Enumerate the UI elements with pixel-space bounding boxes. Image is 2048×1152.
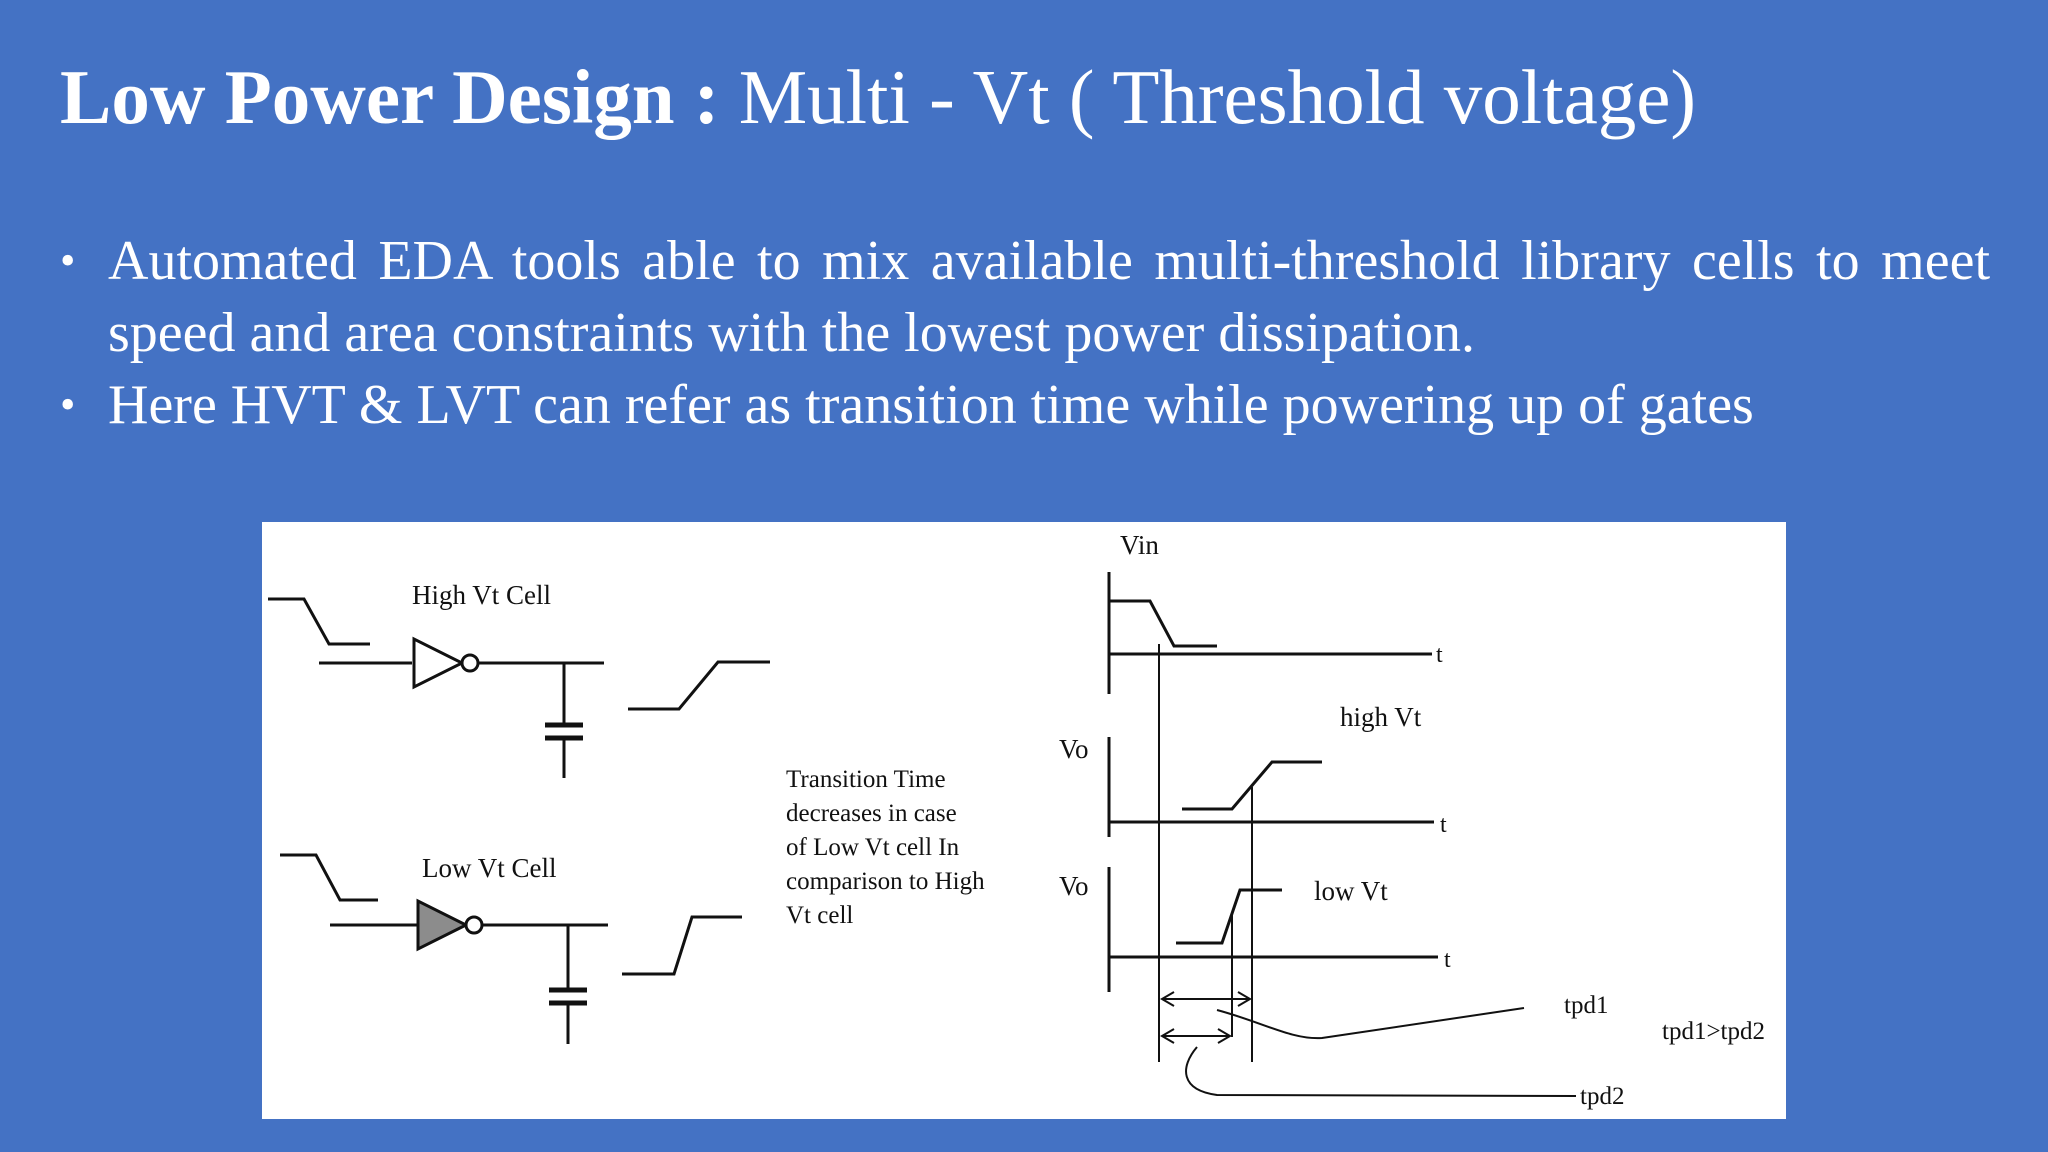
vin-label: Vin: [1120, 530, 1159, 560]
note-line: decreases in case: [786, 800, 957, 827]
low-vt-output-waveform: [622, 915, 742, 976]
tpd1-label: tpd1: [1564, 992, 1608, 1019]
tpd1-arrowhead-right: [1237, 991, 1252, 1007]
high-vt-curve-label: high Vt: [1340, 702, 1422, 732]
bullet-item: • Automated EDA tools able to mix availa…: [60, 225, 1990, 369]
note-line: comparison to High: [786, 868, 985, 895]
vo-low-label: Vo: [1059, 871, 1089, 901]
bullet-item: • Here HVT & LVT can refer as transition…: [60, 369, 1990, 441]
vin-t-label: t: [1436, 642, 1443, 668]
waveform-diagram: High Vt Cell Low Vt Cell Trans: [268, 530, 1765, 1110]
vin-waveform: [1109, 599, 1217, 648]
note-line: Vt cell: [786, 902, 853, 929]
high-vt-output-waveform: [628, 660, 770, 711]
low-vt-inverter-icon: [416, 898, 470, 952]
tpd1-leader: [1216, 1007, 1525, 1040]
low-vt-cell-label: Low Vt Cell: [422, 853, 557, 883]
tpd-compare-label: tpd1>tpd2: [1662, 1018, 1765, 1045]
transition-note: Transition Time decreases in case of Low…: [786, 766, 985, 929]
bullet-text: Here HVT & LVT can refer as transition t…: [108, 374, 1754, 436]
high-vt-input-waveform: [268, 597, 370, 646]
low-vt-input-waveform: [280, 853, 378, 902]
vo-low-waveform: [1176, 888, 1282, 945]
vo-high-label: Vo: [1059, 734, 1089, 764]
tpd2-arrowhead-right: [1217, 1028, 1232, 1044]
low-vt-bubble-icon: [464, 915, 484, 935]
vo-high-t-label: t: [1440, 812, 1447, 838]
high-vt-bubble-icon: [460, 653, 480, 673]
bullet-dot-icon: •: [60, 380, 76, 429]
bullet-list: • Automated EDA tools able to mix availa…: [60, 225, 1990, 441]
bullet-dot-icon: •: [60, 236, 76, 285]
title-rest: Multi - Vt ( Threshold voltage): [719, 54, 1697, 140]
note-line: Transition Time: [786, 766, 946, 793]
title-bold: Low Power Design :: [60, 54, 720, 140]
note-line: of Low Vt cell In: [786, 834, 960, 861]
tpd2-leader: [1185, 1046, 1577, 1097]
high-vt-inverter-icon: [412, 636, 466, 690]
tpd2-arrowhead-left: [1160, 1028, 1175, 1044]
waveform-figure: High Vt Cell Low Vt Cell Trans: [262, 522, 1786, 1119]
slide-title: Low Power Design : Multi - Vt ( Threshol…: [60, 52, 1696, 142]
vo-high-waveform: [1182, 760, 1322, 811]
tpd1-arrowhead-left: [1160, 991, 1175, 1007]
tpd2-label: tpd2: [1580, 1083, 1624, 1110]
high-vt-cell-label: High Vt Cell: [412, 580, 551, 610]
low-vt-curve-label: low Vt: [1314, 876, 1388, 906]
bullet-text: Automated EDA tools able to mix availabl…: [108, 230, 1990, 364]
vo-low-t-label: t: [1444, 947, 1451, 973]
